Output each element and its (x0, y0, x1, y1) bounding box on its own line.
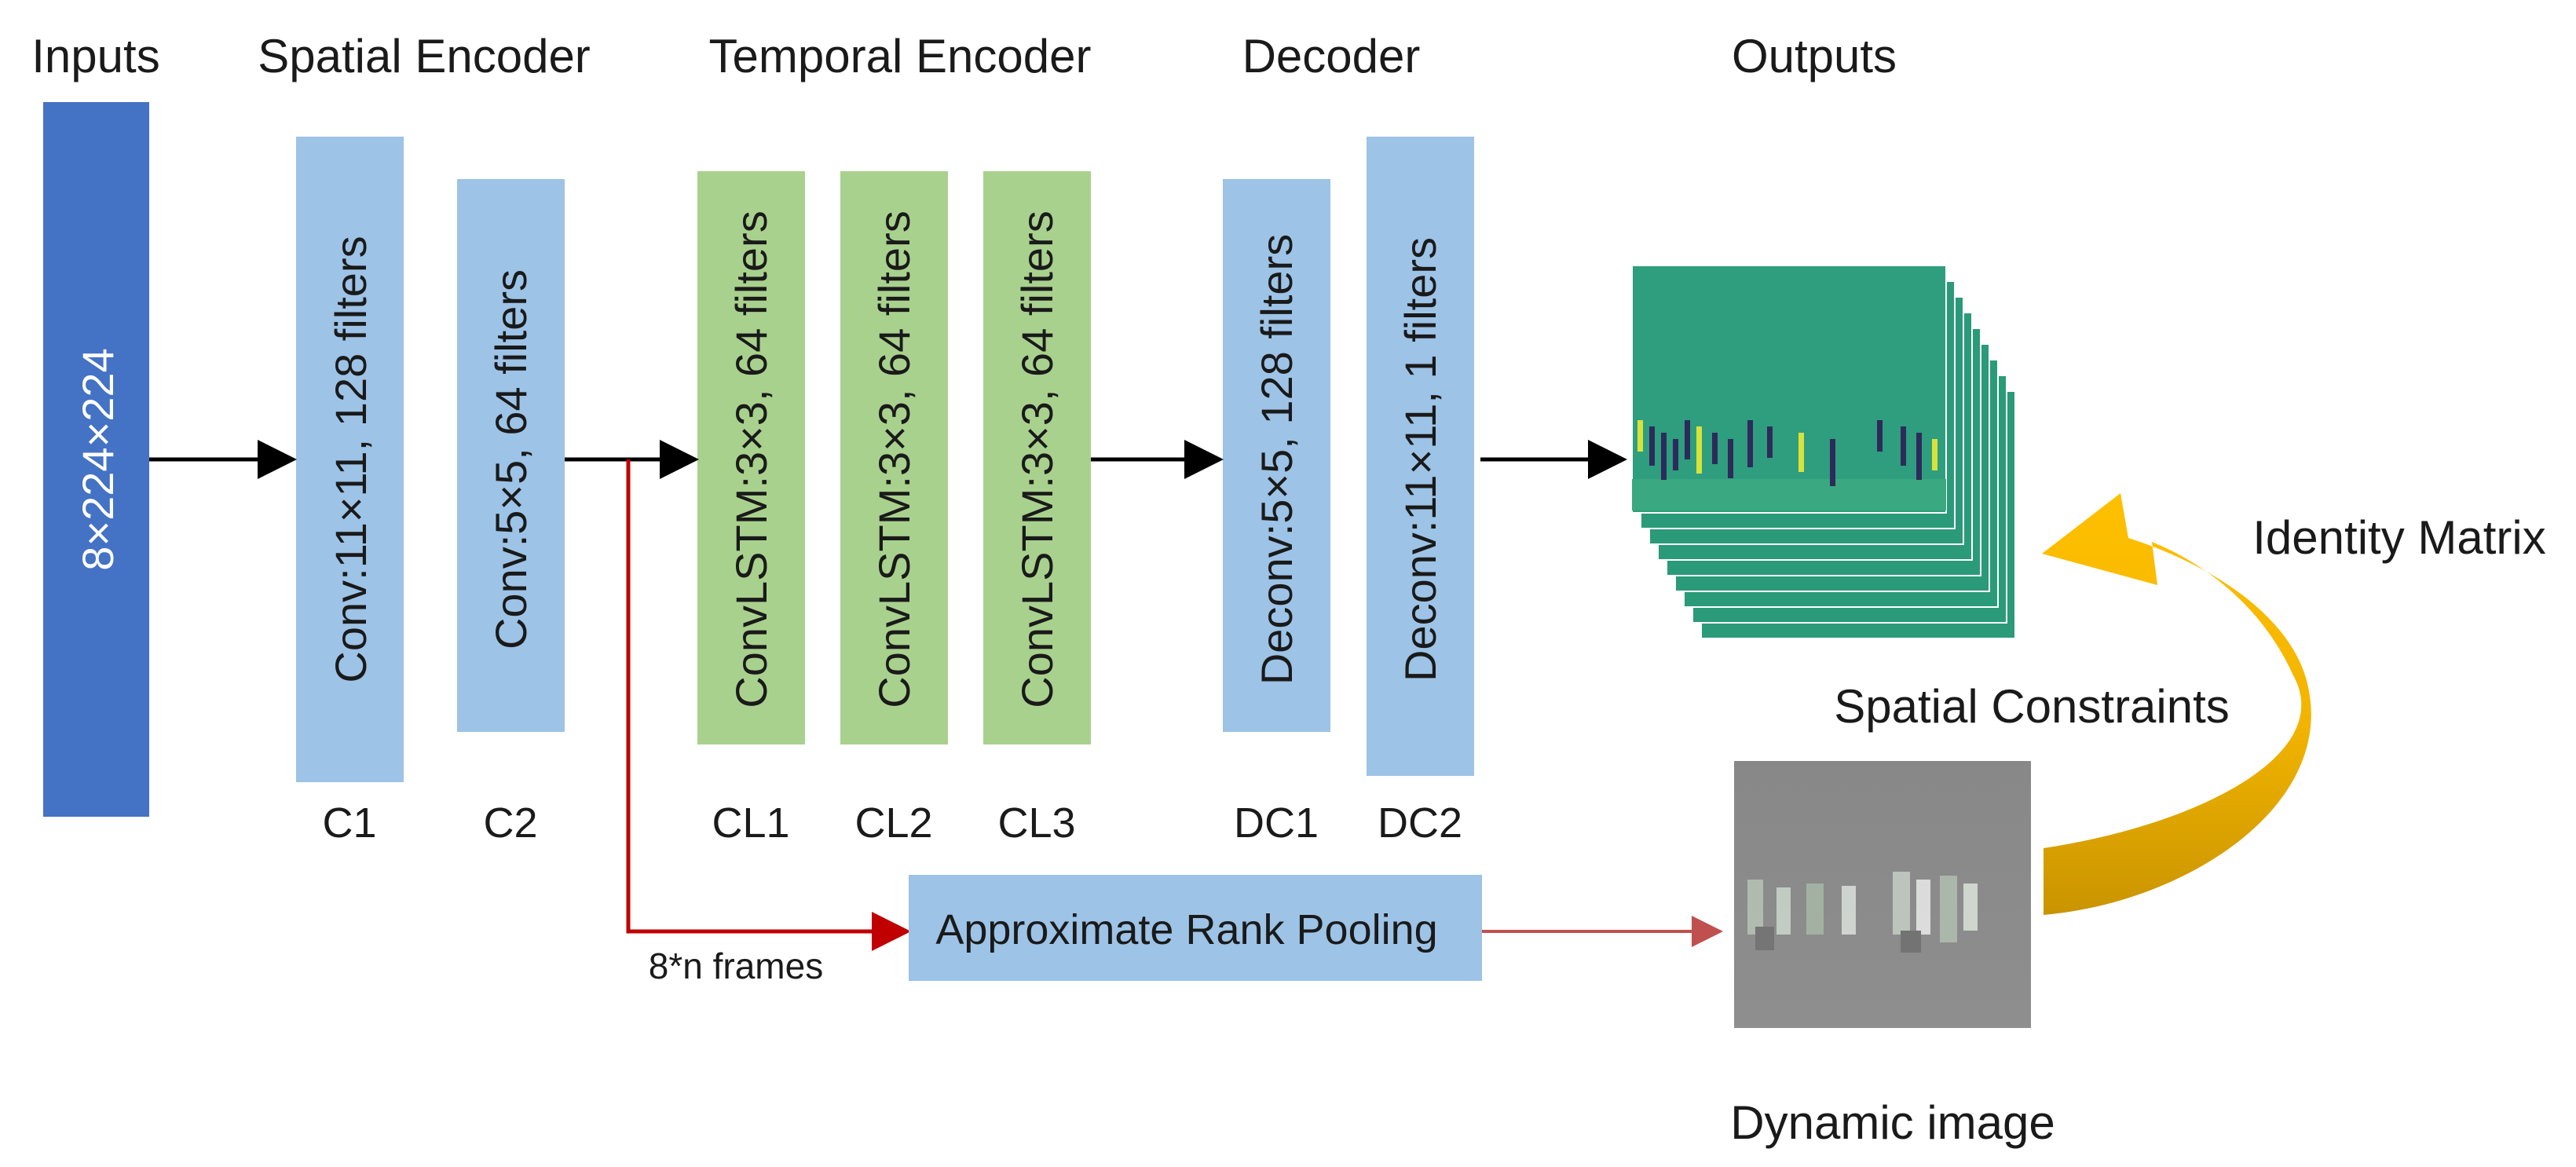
header-spatial-encoder: Spatial Encoder (258, 30, 591, 82)
layer-cl1-block (697, 171, 805, 744)
output-frame-pedestrian (1696, 426, 1702, 474)
layer-c2-label: Conv:5×5, 64 filters (486, 269, 536, 649)
output-frame-pedestrian (1798, 433, 1804, 472)
layer-cl3-label: ConvLSTM:3×3, 64 filters (1012, 210, 1062, 708)
arrow-branch-to-pooling (626, 459, 911, 951)
output-frame-pedestrian (1932, 439, 1937, 470)
rank-pooling-block (909, 875, 1482, 981)
layer-dc2-block (1367, 137, 1474, 776)
header-temporal-encoder: Temporal Encoder (709, 30, 1092, 82)
layer-cl3-block (983, 171, 1091, 744)
output-frame-pedestrian (1728, 439, 1733, 478)
output-frame-pedestrian (1661, 433, 1667, 480)
input-block-label: 8×224×224 (73, 348, 123, 570)
spatial-constraints-label: Spatial Constraints (1834, 680, 2230, 733)
layer-dc2-id: DC2 (1378, 799, 1462, 847)
output-frame-pedestrian (1830, 439, 1835, 486)
layer-cl2-label: ConvLSTM:3×3, 64 filters (869, 210, 919, 708)
layer-cl1-id: CL1 (712, 799, 789, 847)
output-frame-pedestrian (1877, 420, 1883, 452)
layer-c2-id: C2 (483, 799, 537, 847)
output-frame-pedestrian (1901, 426, 1906, 466)
output-frame-pedestrian (1685, 420, 1690, 459)
identity-curve-arrow (2042, 493, 2311, 915)
output-frame-pedestrian (1767, 426, 1773, 458)
input-block (43, 102, 149, 817)
output-frame-pedestrian (1712, 433, 1718, 464)
output-frame-stack (1631, 265, 2016, 639)
layer-dc1-id: DC1 (1234, 799, 1319, 847)
layer-dc1-block (1223, 179, 1330, 732)
output-frame-pedestrian (1747, 420, 1753, 467)
layer-c2-block (457, 179, 565, 732)
dynamic-image-label: Dynamic image (1730, 1096, 2055, 1149)
rank-pooling-label: Approximate Rank Pooling (935, 906, 1437, 953)
output-frame-pedestrian (1916, 433, 1922, 480)
layer-cl1-label: ConvLSTM:3×3, 64 filters (726, 210, 776, 708)
header-inputs: Inputs (31, 30, 159, 82)
header-decoder: Decoder (1242, 30, 1421, 82)
output-frame (1631, 265, 1947, 514)
output-frame-ground (1632, 479, 1946, 510)
layer-cl2-id: CL2 (854, 799, 932, 847)
output-frame-pedestrian (1673, 439, 1678, 470)
layer-cl2-block (840, 171, 948, 744)
layer-c1-label: Conv:11×11, 128 filters (326, 236, 375, 682)
header-outputs: Outputs (1732, 30, 1897, 82)
output-frame-pedestrian (1649, 426, 1655, 466)
layer-dc2-label: Deconv:11×11, 1 filters (1396, 237, 1445, 682)
layer-dc1-label: Deconv:5×5, 128 filters (1252, 234, 1301, 685)
layer-c1-id: C1 (322, 799, 376, 847)
layer-cl3-id: CL3 (997, 799, 1075, 847)
identity-matrix-label: Identity Matrix (2252, 511, 2545, 564)
dynamic-image (1734, 761, 2031, 1028)
frames-label: 8*n frames (649, 946, 823, 986)
layer-c1-block (296, 137, 404, 782)
output-frame-pedestrian (1637, 420, 1643, 452)
